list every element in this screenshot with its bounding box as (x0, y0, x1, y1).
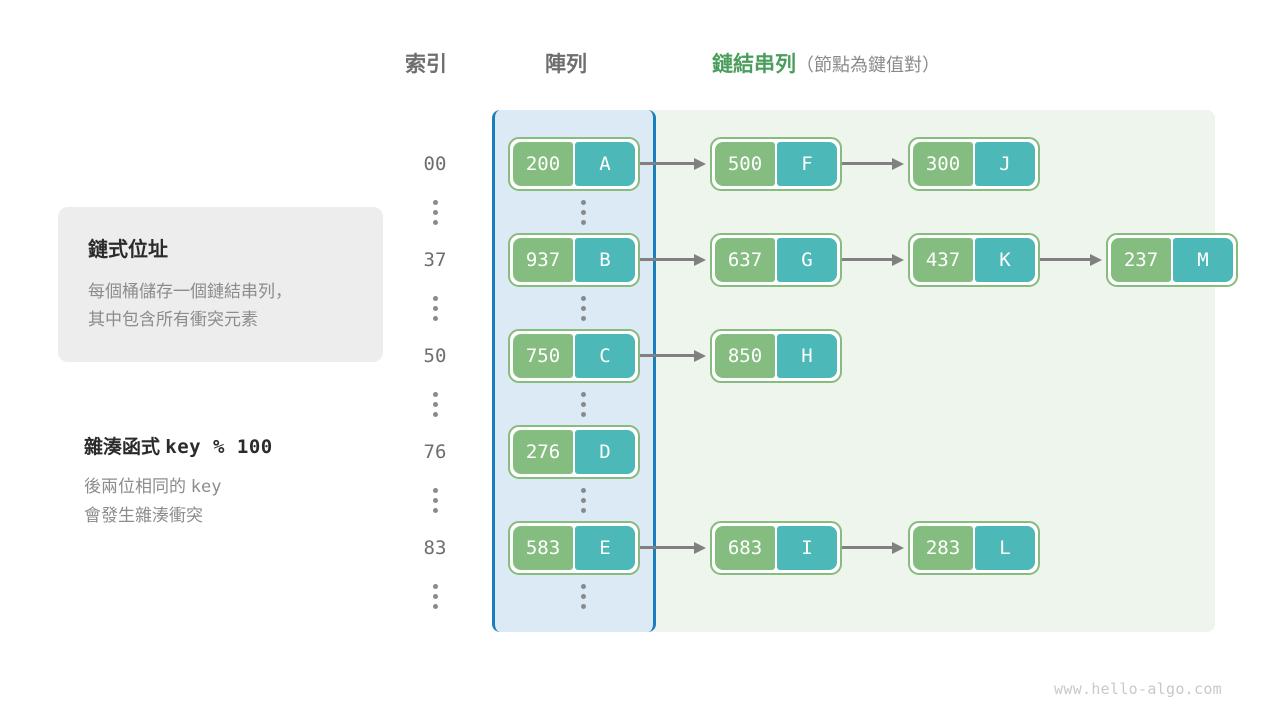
node-value: H (777, 334, 837, 378)
bucket-index-label: 83 (423, 537, 447, 559)
chain-arrow-icon (640, 350, 710, 362)
node-value: E (575, 526, 635, 570)
node-value: C (575, 334, 635, 378)
ellipsis-row (0, 576, 1280, 616)
node-value: B (575, 238, 635, 282)
chain-arrow-icon (842, 158, 908, 170)
hash-function-description-line1: 後兩位相同的 key (84, 473, 414, 502)
header-array: 陣列 (545, 53, 587, 76)
index-ellipsis-icon (400, 384, 470, 424)
node-value: D (575, 430, 635, 474)
hash-function-description-line2: 會發生雜湊衝突 (84, 505, 203, 525)
hash-collision-text: 後兩位相同的 (84, 477, 186, 496)
site-watermark: www.hello-algo.com (1054, 680, 1222, 698)
ellipsis-row (0, 384, 1280, 424)
chain-arrow-icon (842, 254, 908, 266)
info-card-description-line2: 其中包含所有衝突元素 (88, 310, 258, 330)
node-key: 850 (715, 334, 775, 378)
node-key: 300 (913, 142, 973, 186)
info-card-description-line1: 每個桶儲存一個鏈結串列， (88, 282, 292, 301)
chain-arrow-icon (1040, 254, 1106, 266)
hash-function-formula: key % 100 (165, 436, 273, 458)
ellipsis-row (0, 288, 1280, 328)
chain-arrow-icon (842, 542, 908, 554)
node-key: 683 (715, 526, 775, 570)
node-value: I (777, 526, 837, 570)
node-key: 437 (913, 238, 973, 282)
column-headers: 索引 陣列 鏈結串列（節點為鍵值對） (0, 48, 1280, 84)
bucket-index-label: 37 (423, 249, 447, 271)
node-value: F (777, 142, 837, 186)
bucket-index-label: 76 (423, 441, 447, 463)
array-ellipsis-icon (548, 576, 618, 616)
node-key: 276 (513, 430, 573, 474)
hash-key-code: key (190, 477, 222, 497)
chain-arrow-icon (640, 254, 710, 266)
header-index: 索引 (405, 53, 447, 76)
node-value: J (975, 142, 1035, 186)
array-ellipsis-icon (548, 384, 618, 424)
array-ellipsis-icon (548, 288, 618, 328)
node-key: 937 (513, 238, 573, 282)
node-value: G (777, 238, 837, 282)
bucket-index-label: 50 (423, 345, 447, 367)
info-card-chaining: 鏈式位址 每個桶儲存一個鏈結串列， 其中包含所有衝突元素 (58, 207, 383, 362)
hash-function-label: 雜湊函式 (84, 437, 161, 458)
hash-function-note: 雜湊函式 key % 100 後兩位相同的 key 會發生雜湊衝突 (84, 432, 414, 531)
node-value: A (575, 142, 635, 186)
index-ellipsis-icon (400, 288, 470, 328)
node-key: 237 (1111, 238, 1171, 282)
index-ellipsis-icon (400, 576, 470, 616)
hash-function-title: 雜湊函式 key % 100 (84, 432, 414, 459)
node-key: 283 (913, 526, 973, 570)
header-linked-list-sub: （節點為鍵值對） (796, 55, 940, 75)
node-key: 200 (513, 142, 573, 186)
ellipsis-row (0, 480, 1280, 520)
node-key: 750 (513, 334, 573, 378)
node-key: 500 (715, 142, 775, 186)
header-linked-list: 鏈結串列（節點為鍵值對） (712, 48, 940, 78)
index-ellipsis-icon (400, 192, 470, 232)
bucket-index-label: 00 (423, 153, 447, 175)
node-key: 583 (513, 526, 573, 570)
node-value: K (975, 238, 1035, 282)
node-value: M (1173, 238, 1233, 282)
index-ellipsis-icon (400, 480, 470, 520)
chain-arrow-icon (640, 542, 710, 554)
hash-function-description: 後兩位相同的 key 會發生雜湊衝突 (84, 473, 414, 531)
node-value: L (975, 526, 1035, 570)
ellipsis-row (0, 192, 1280, 232)
array-ellipsis-icon (548, 192, 618, 232)
array-ellipsis-icon (548, 480, 618, 520)
info-card-title: 鏈式位址 (88, 239, 168, 261)
chain-arrow-icon (640, 158, 710, 170)
info-card-description: 每個桶儲存一個鏈結串列， 其中包含所有衝突元素 (88, 278, 353, 334)
header-linked-list-main: 鏈結串列 (712, 53, 796, 76)
node-key: 637 (715, 238, 775, 282)
